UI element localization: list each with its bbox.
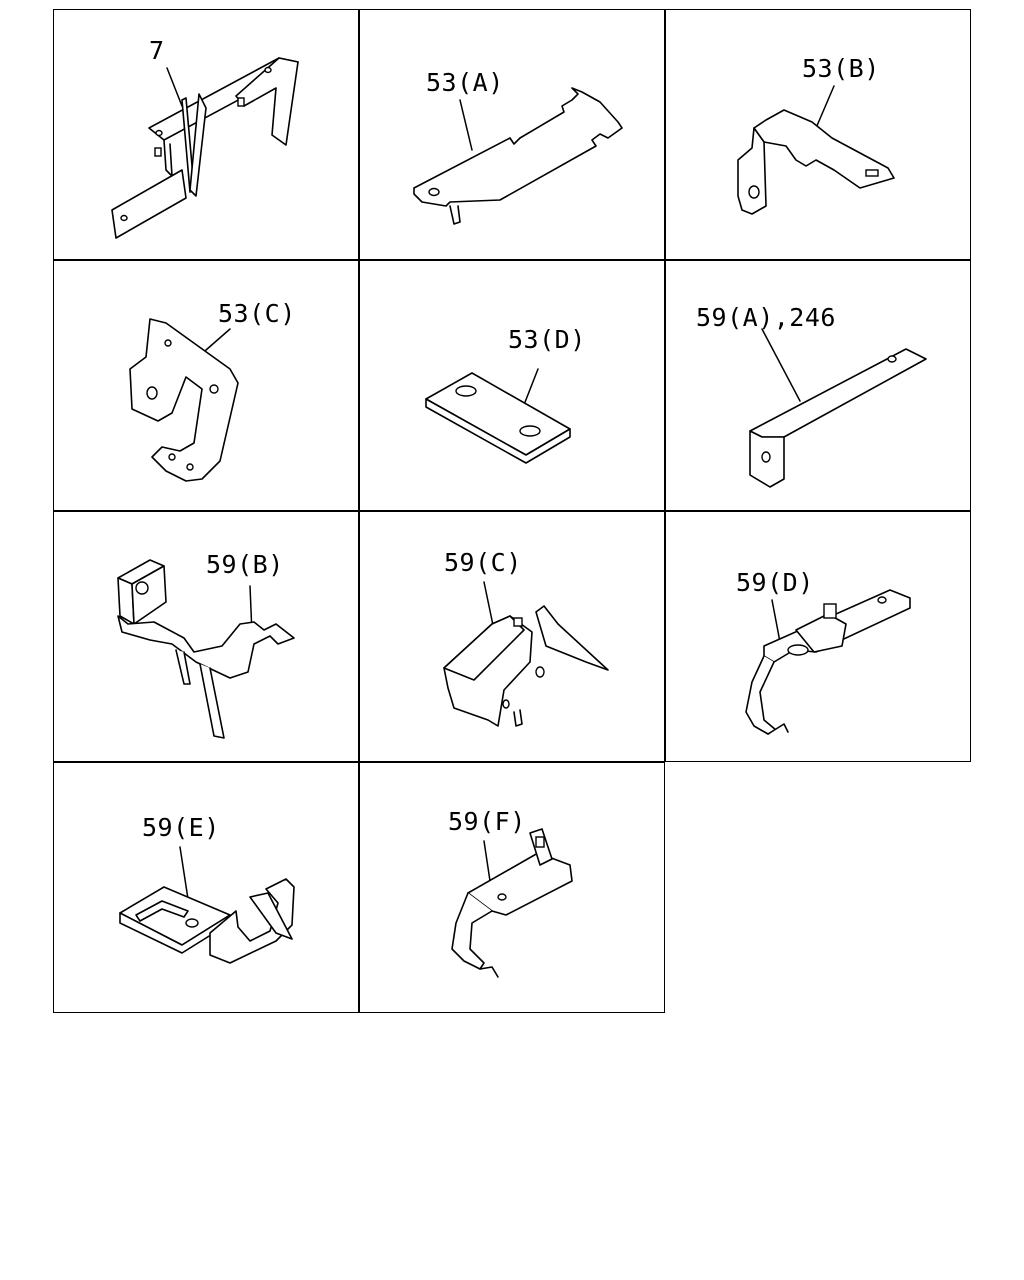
cell-part-53d[interactable]: 53(D) — [359, 260, 665, 511]
bracket-59e-drawing — [119, 846, 295, 964]
part-label: 59(F) — [448, 807, 526, 836]
bracket-7-drawing — [111, 57, 299, 239]
cell-part-53a[interactable]: 53(A) — [359, 9, 665, 260]
bracket-53b-drawing — [737, 85, 895, 215]
cell-part-59d[interactable]: 59(D) — [665, 511, 971, 762]
part-label: 59(D) — [736, 568, 814, 597]
part-label: 59(B) — [206, 550, 284, 579]
cell-part-53c[interactable]: 53(C) — [53, 260, 359, 511]
part-label: 53(B) — [802, 54, 880, 83]
cell-part-59e[interactable]: 59(E) — [53, 762, 359, 1013]
bracket-59a-drawing — [749, 328, 927, 488]
bracket-59b-drawing — [117, 559, 295, 739]
part-label: 59(C) — [444, 548, 522, 577]
bracket-59c-drawing — [443, 581, 609, 727]
bracket-53a-drawing — [413, 87, 623, 225]
part-label: 53(D) — [508, 325, 586, 354]
cell-part-59c[interactable]: 59(C) — [359, 511, 665, 762]
bracket-53c-drawing — [129, 318, 239, 482]
cell-part-59b[interactable]: 59(B) — [53, 511, 359, 762]
bracket-59f-drawing — [451, 828, 573, 978]
part-label: 53(A) — [426, 68, 504, 97]
cell-part-53b[interactable]: 53(B) — [665, 9, 971, 260]
cell-part-59f[interactable]: 59(F) — [359, 762, 665, 1013]
cell-part-7[interactable]: 7 — [53, 9, 359, 260]
part-label: 53(C) — [218, 299, 296, 328]
bracket-59d-drawing — [745, 589, 911, 735]
cell-part-59a-246[interactable]: 59(A),246 — [665, 260, 971, 511]
part-label: 59(E) — [142, 813, 220, 842]
part-label: 7 — [149, 36, 165, 65]
part-label: 59(A),246 — [696, 303, 836, 332]
bracket-53d-drawing — [425, 368, 571, 464]
